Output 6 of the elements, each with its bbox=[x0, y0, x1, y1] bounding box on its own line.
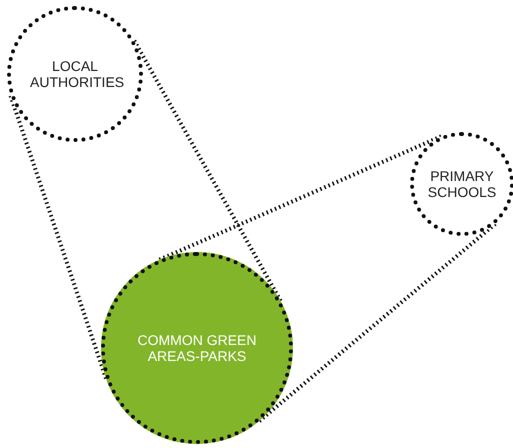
dotted-connector bbox=[158, 134, 442, 262]
circle-label: PRIMARY SCHOOLS bbox=[426, 168, 498, 200]
dotted-connector bbox=[8, 95, 108, 380]
dotted-connector bbox=[257, 222, 497, 424]
circle-label: COMMON GREEN AREAS-PARKS bbox=[136, 332, 258, 364]
dotted-connector bbox=[132, 40, 282, 302]
